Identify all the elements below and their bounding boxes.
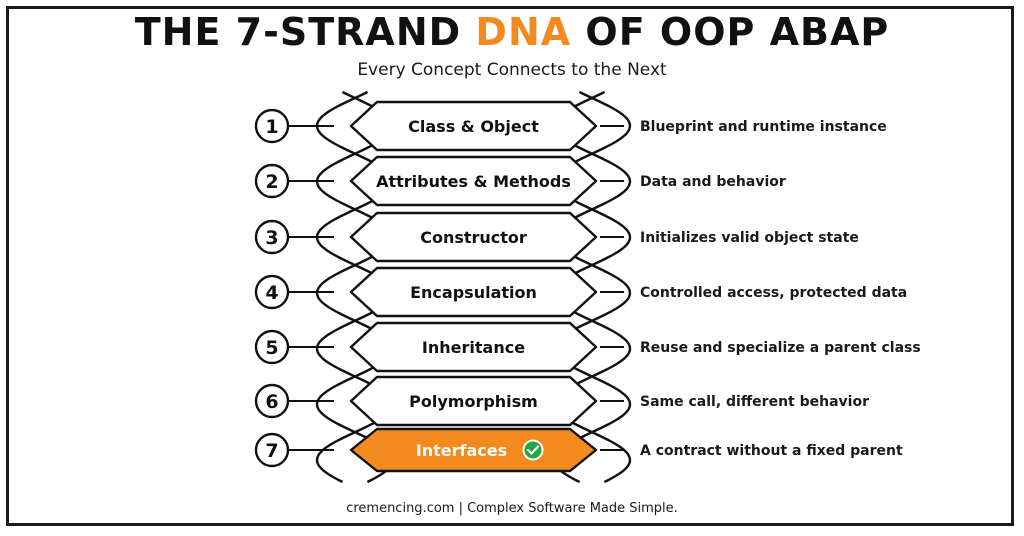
strand-rung-6: [349, 375, 598, 427]
strand-description: Data and behavior: [640, 174, 786, 190]
page-title: THE 7-STRAND DNA OF OOP ABAP: [0, 10, 1024, 54]
strand-concept-name: Attributes & Methods: [376, 172, 571, 191]
title-accent: DNA: [475, 10, 572, 54]
title-prefix: THE 7-STRAND: [134, 10, 476, 54]
strand-rung-1: [349, 100, 598, 152]
strand-number: 7: [265, 440, 278, 462]
strand-concept-name: Polymorphism: [409, 392, 538, 411]
strand-number: 6: [265, 391, 278, 413]
strand-rung-5: [349, 321, 598, 373]
check-circle-icon: [522, 439, 544, 461]
strand-number: 4: [265, 282, 278, 304]
strand-description: Blueprint and runtime instance: [640, 119, 887, 135]
strand-description: Controlled access, protected data: [640, 285, 907, 301]
subtitle: Every Concept Connects to the Next: [357, 60, 667, 80]
strand-description: Reuse and specialize a parent class: [640, 340, 921, 356]
strand-description: A contract without a fixed parent: [640, 443, 903, 459]
strand-concept-name: Constructor: [420, 228, 527, 247]
strand-description: Initializes valid object state: [640, 230, 859, 246]
strand-number: 2: [265, 171, 278, 193]
check-mark-icon: [526, 445, 540, 455]
strand-concept-name: Interfaces: [416, 441, 507, 460]
strand-rung-4: [349, 266, 598, 318]
strand-description: Same call, different behavior: [640, 394, 869, 410]
strand-concept-name: Encapsulation: [410, 283, 537, 302]
footer-credit: cremencing.com | Complex Software Made S…: [346, 501, 678, 516]
strand-rung-7: [349, 427, 598, 473]
strand-concept-name: Class & Object: [408, 117, 539, 136]
helix-strand-right-a: [552, 90, 632, 484]
strand-concept-name: Inheritance: [422, 338, 525, 357]
title-suffix: OF OOP ABAP: [571, 10, 890, 54]
strand-number: 1: [265, 116, 278, 138]
helix-strand-left-a: [315, 90, 395, 484]
strand-number: 3: [265, 227, 278, 249]
strand-number: 5: [265, 337, 278, 359]
strand-rung-2: [349, 155, 598, 207]
strand-rung-3: [349, 211, 598, 263]
